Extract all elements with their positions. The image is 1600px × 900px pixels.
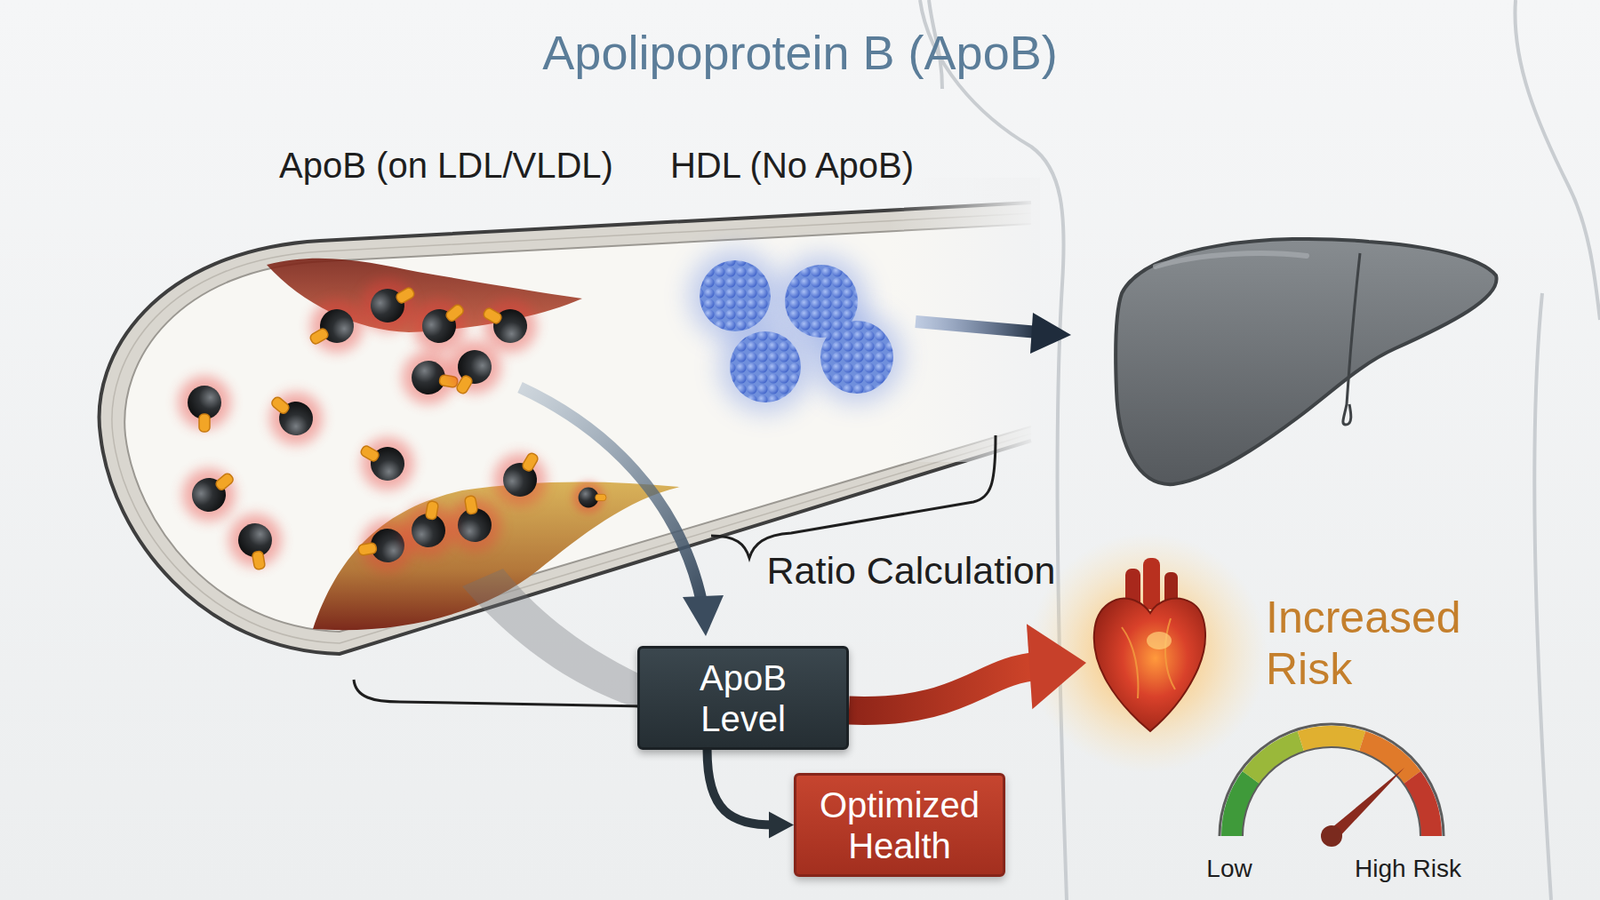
shadow-swoosh [462, 568, 642, 710]
ldl-particle [256, 379, 334, 456]
hdl-arrow [915, 312, 1072, 354]
heart-icon [1086, 556, 1211, 735]
liver-shape [1115, 239, 1496, 485]
particle-arrow-shaft [520, 387, 703, 605]
hdl-particle [729, 331, 801, 403]
ldl-particle [348, 426, 424, 501]
hdl-particle [699, 260, 771, 332]
process-box: ApoB Level [637, 646, 849, 751]
hdl-arrow-shaft [915, 321, 1039, 333]
diagram-title: Apolipoprotein B (ApoB) [266, 24, 1334, 80]
artery [99, 177, 1040, 710]
text-label: Ratio Calculation [644, 549, 1178, 593]
arrow-head [1026, 624, 1087, 710]
text-label: HDL (No ApoB) [525, 145, 1059, 186]
ldl-particle [572, 481, 607, 514]
shoulder-line [1514, 0, 1600, 320]
ldl-particle [224, 509, 287, 574]
hdl-glow [719, 320, 812, 414]
ldl-particle [437, 330, 512, 407]
risk-label: Increased Risk [1265, 592, 1497, 696]
bracket-line [353, 680, 645, 707]
heart-body [1094, 599, 1206, 732]
connector-line [848, 665, 1041, 711]
box-label: ApoB Level [656, 657, 831, 740]
gauge-segment [1300, 736, 1362, 742]
ldl-particle [397, 496, 460, 561]
particle-arrow [520, 387, 724, 637]
bracket-line [711, 435, 996, 559]
ldl-particle [483, 440, 558, 517]
particle-arrow-head [682, 595, 724, 637]
hdl-particle [820, 320, 894, 394]
gauge-segment [1362, 742, 1413, 779]
hdl-particles [688, 249, 904, 414]
artery-fade [888, 177, 1040, 463]
connector-line [707, 750, 775, 826]
connector [848, 624, 1087, 712]
outcome-box: Optimized Health [793, 773, 1006, 878]
heart-node: Increased Risk [1086, 556, 1211, 735]
box-label: Optimized Health [813, 784, 987, 867]
arrow-head [768, 812, 794, 840]
torso-line [1534, 293, 1552, 900]
liver [1115, 239, 1496, 485]
liver-highlight [1155, 253, 1307, 267]
risk-gauge [1219, 724, 1444, 848]
ldl-particle [297, 289, 374, 364]
hdl-arrow-head [1030, 312, 1072, 354]
heart-highlight [1146, 632, 1172, 650]
text-label: High Risk [1141, 855, 1600, 884]
ldl-particle [177, 376, 232, 432]
connector [707, 750, 794, 840]
gauge-hub [1320, 825, 1343, 848]
apob-particles [171, 268, 607, 578]
heart-vein [1121, 618, 1176, 699]
liver-lobe-line [1343, 253, 1360, 425]
heart-vessel [1143, 558, 1160, 610]
gauge-segment [1250, 742, 1301, 779]
text-label: ApoB (on LDL/VLDL) [179, 145, 713, 186]
gauge-inner-rim [1242, 747, 1421, 837]
gauge-rim [1219, 724, 1444, 837]
